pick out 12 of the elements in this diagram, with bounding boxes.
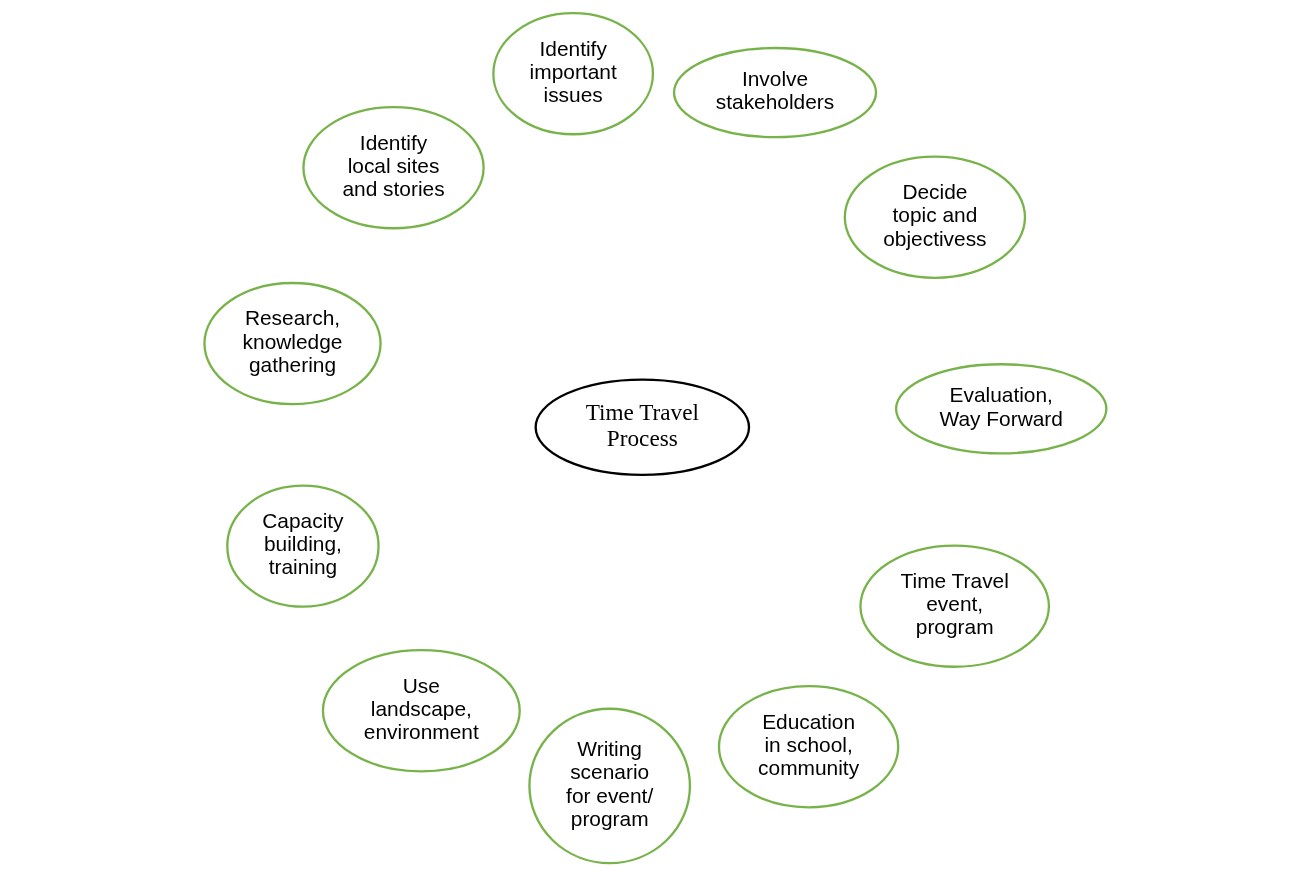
node-ellipse: Decide topic and objectivess — [843, 155, 1026, 279]
node-ellipse: Evaluation, Way Forward — [894, 363, 1108, 455]
node-ellipse: Time Travel Process — [534, 378, 750, 477]
node-ellipse: Time Travel event, program — [858, 544, 1050, 668]
node-ellipse: Use landscape, environment — [321, 649, 521, 773]
node-ellipse: Involve stakeholders — [672, 46, 877, 139]
node-ellipse: Capacity building, training — [225, 484, 380, 608]
node-circle: Writing scenario for event/ program — [527, 707, 691, 865]
node-ellipse: Identify important issues — [491, 11, 654, 136]
node-ellipse: Education in school, community — [717, 685, 899, 809]
node-ellipse: Research, knowledge gathering — [202, 281, 382, 406]
node-ellipse: Identify local sites and stories — [301, 106, 485, 230]
